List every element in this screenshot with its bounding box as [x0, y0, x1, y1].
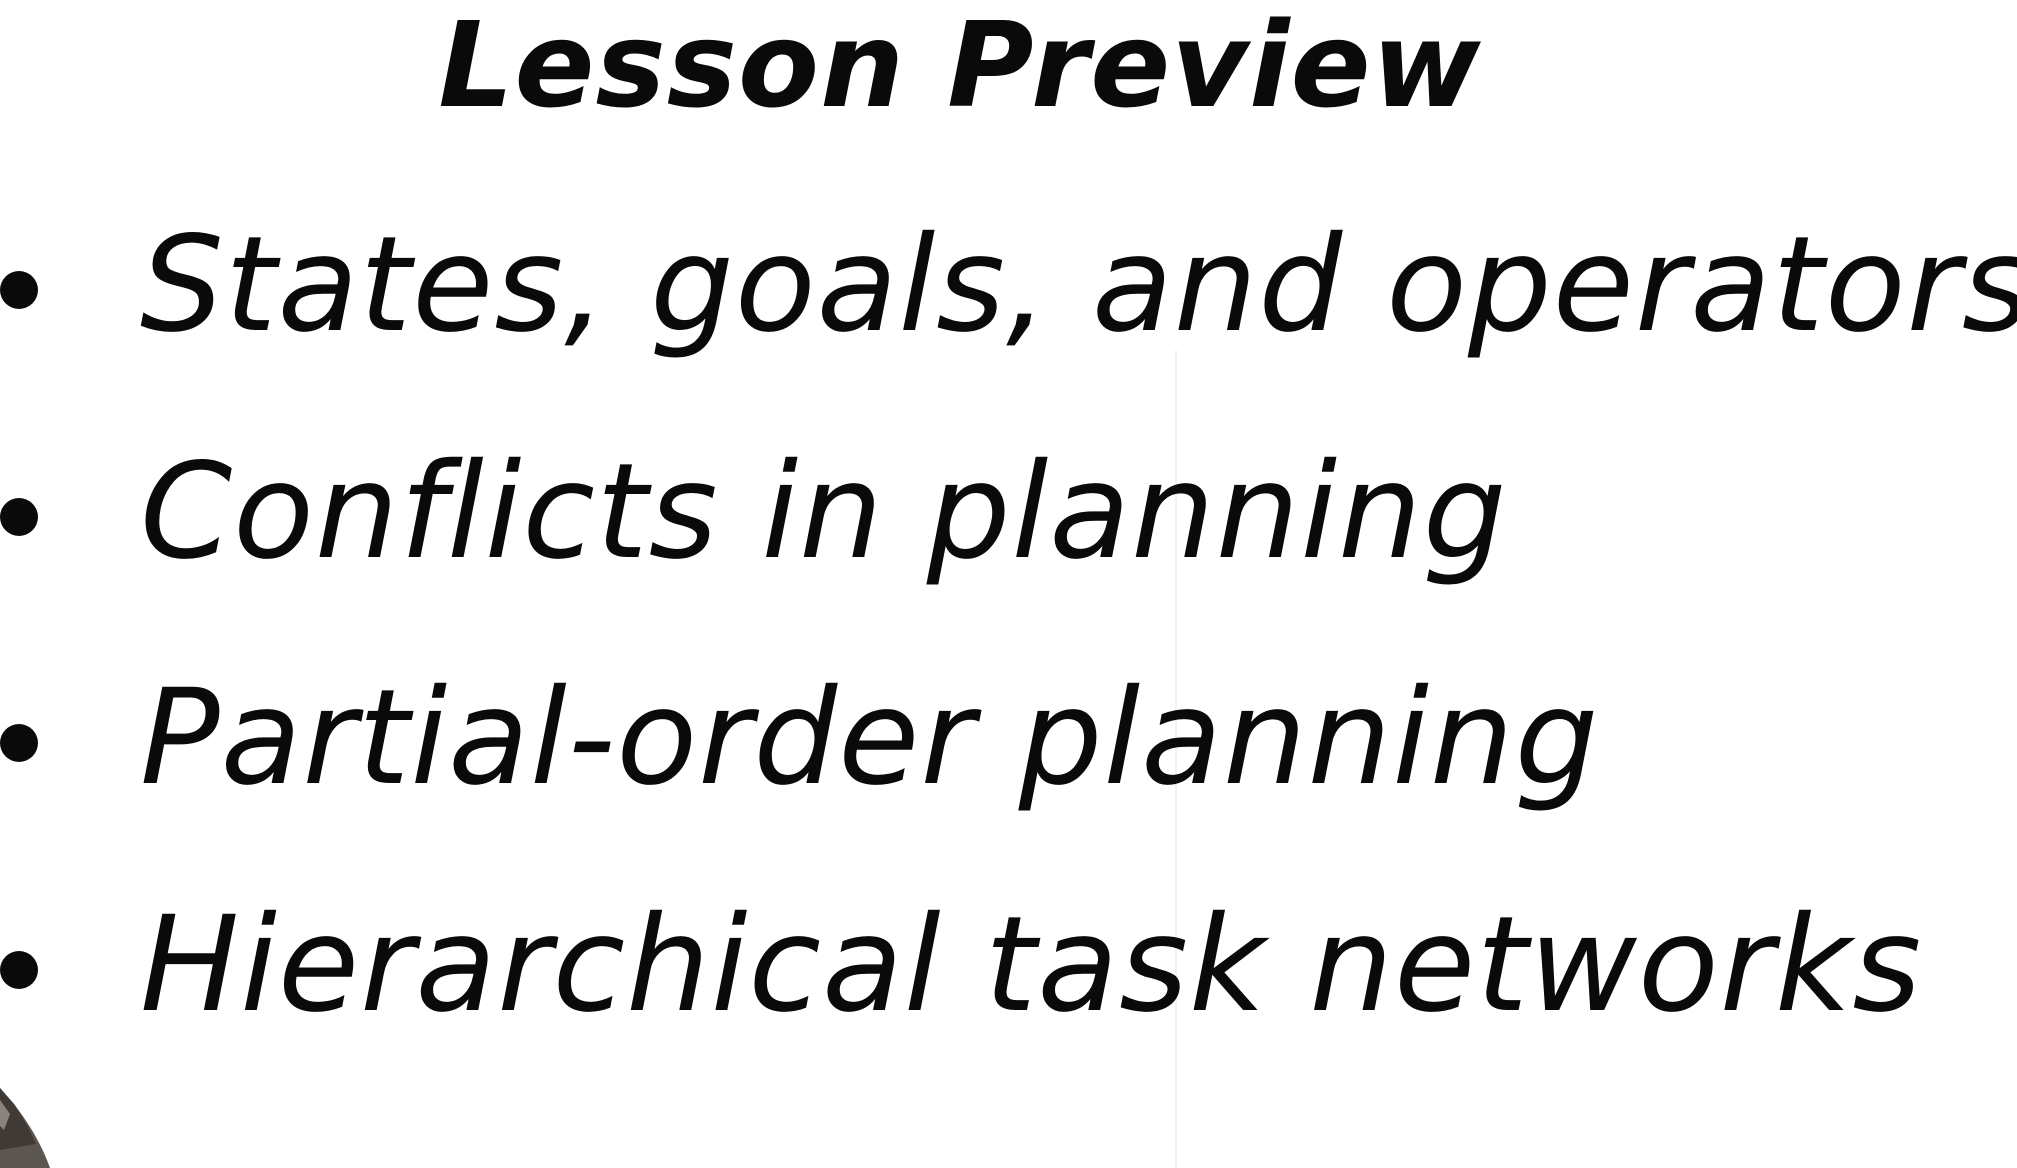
- slide-title: Lesson Preview: [438, 0, 1482, 134]
- list-item: Hierarchical task networks: [0, 885, 2000, 1045]
- bullet-dot-icon: [0, 951, 38, 989]
- list-item-text: Conflicts in planning: [140, 435, 1508, 589]
- background-divider: [1175, 350, 1177, 1168]
- list-item-text: Partial-order planning: [140, 661, 1600, 815]
- bullet-dot-icon: [0, 724, 38, 762]
- list-item: States, goals, and operators: [0, 205, 2017, 365]
- bullet-dot-icon: [0, 271, 38, 309]
- bullet-dot-icon: [0, 498, 38, 536]
- list-item-text: Hierarchical task networks: [140, 888, 1923, 1042]
- list-item: Conflicts in planning: [0, 432, 2000, 592]
- presenter-shoulder-icon: [0, 1088, 50, 1168]
- list-item: Partial-order planning: [0, 658, 2000, 818]
- list-item-text: States, goals, and operators: [140, 208, 2017, 362]
